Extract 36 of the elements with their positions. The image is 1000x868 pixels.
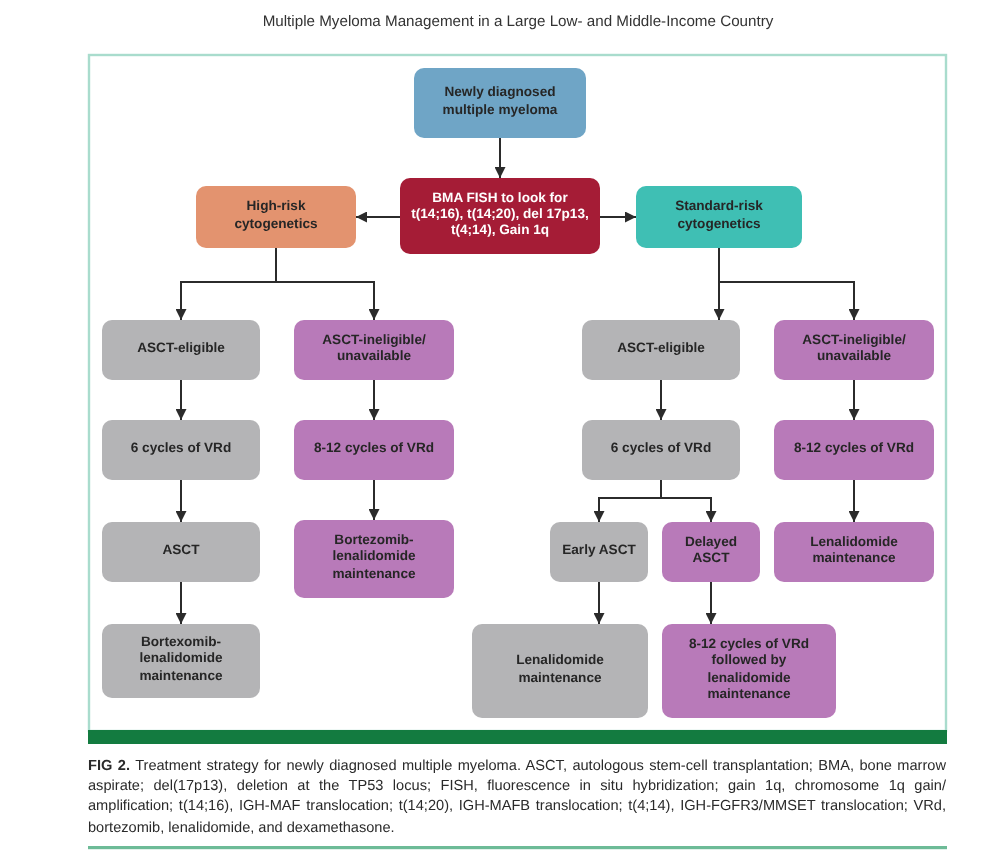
maintenance-box [102, 624, 260, 698]
eligibility-box [294, 320, 454, 380]
fish-test-box [400, 178, 600, 254]
arrow [275, 247, 380, 321]
arrow [599, 211, 637, 223]
treatment-box [294, 420, 454, 480]
eligibility-box [582, 320, 740, 380]
maintenance-box [774, 522, 934, 582]
eligibility-box [102, 320, 260, 380]
arrow [705, 581, 717, 625]
treatment-box [102, 522, 260, 582]
maintenance-box [472, 624, 648, 718]
arrow [355, 211, 401, 223]
treatment-box [102, 420, 260, 480]
arrow [660, 479, 717, 523]
treatment-box [550, 522, 648, 582]
diagnosis-box [414, 68, 586, 138]
treatment-box [774, 420, 934, 480]
arrow [593, 581, 605, 625]
maintenance-box [662, 624, 836, 718]
arrow [175, 479, 187, 523]
arrow [368, 479, 380, 521]
arrow [368, 379, 380, 421]
treatment-box [582, 420, 740, 480]
arrow [718, 247, 860, 321]
arrow [848, 479, 860, 523]
arrow [848, 379, 860, 421]
arrow [175, 581, 187, 625]
arrow [494, 137, 506, 179]
arrow [655, 379, 667, 421]
risk-group-box [636, 186, 802, 248]
eligibility-box [774, 320, 934, 380]
risk-group-box [196, 186, 356, 248]
arrow [175, 379, 187, 421]
maintenance-box [294, 520, 454, 598]
treatment-box [662, 522, 760, 582]
